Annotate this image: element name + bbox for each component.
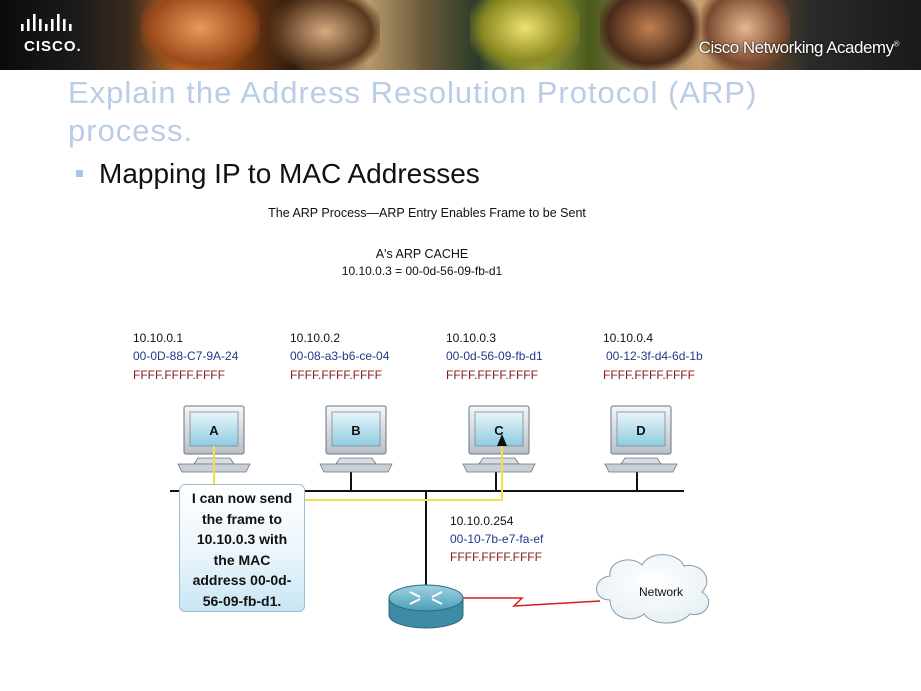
host-a-labels: 10.10.0.1 00-0D-88-C7-9A-24 FFFF.FFFF.FF… [133, 331, 239, 382]
arrow-head-icon [497, 434, 507, 446]
host-b-ip: 10.10.0.2 [290, 331, 340, 345]
banner-photo-2 [270, 0, 380, 70]
host-a-ip: 10.10.0.1 [133, 331, 183, 345]
slide-title: Explain the Address Resolution Protocol … [68, 75, 758, 148]
academy-title: Cisco Networking Academy® [698, 38, 900, 58]
header-banner: CISCO. Cisco Networking Academy® [0, 0, 921, 70]
host-b-mac: 00-08-a3-b6-ce-04 [290, 349, 390, 363]
router-icon [388, 584, 464, 629]
registered-mark: ® [893, 39, 900, 49]
host-c-mac: 00-0d-56-09-fb-d1 [446, 349, 543, 363]
cisco-bars-icon [21, 14, 72, 31]
wan-link [463, 597, 601, 607]
banner-photo-3 [470, 0, 580, 70]
banner-photo-4 [600, 0, 700, 70]
host-a-broadcast: FFFF.FFFF.FFFF [133, 368, 225, 382]
computer-d-icon: D [604, 405, 678, 473]
banner-photo-5 [700, 0, 790, 70]
router-mac: 00-10-7b-e7-fa-ef [450, 532, 544, 546]
host-c-broadcast: FFFF.FFFF.FFFF [446, 368, 538, 382]
host-d-mac: 00-12-3f-d4-6d-1b [606, 349, 703, 363]
callout-box: I can now send the frame to 10.10.0.3 wi… [179, 484, 305, 612]
host-b-broadcast: FFFF.FFFF.FFFF [290, 368, 382, 382]
computer-a-icon: A [177, 405, 251, 473]
host-c-ip: 10.10.0.3 [446, 331, 496, 345]
computer-b-icon: B [319, 405, 393, 473]
host-d-labels: 10.10.0.4 00-12-3f-d4-6d-1b FFFF.FFFF.FF… [603, 331, 703, 382]
cisco-logo: CISCO. [20, 14, 90, 56]
arp-cache-title: A's ARP CACHE [376, 247, 468, 261]
academy-title-text: Cisco Networking Academy [698, 38, 894, 57]
host-d-ip: 10.10.0.4 [603, 331, 653, 345]
bullet-text: Mapping IP to MAC Addresses [99, 158, 480, 189]
computer-c-icon: C [462, 405, 536, 473]
computer-c-letter: C [494, 423, 504, 438]
bullet-marker [76, 170, 83, 177]
frame-path [213, 440, 503, 501]
cloud-icon [596, 554, 710, 624]
banner-photo-1 [140, 0, 260, 70]
host-a-mac: 00-0D-88-C7-9A-24 [133, 349, 239, 363]
diagram-caption: The ARP Process—ARP Entry Enables Frame … [268, 206, 586, 220]
host-c-labels: 10.10.0.3 00-0d-56-09-fb-d1 FFFF.FFFF.FF… [446, 331, 543, 382]
computer-a-letter: A [209, 423, 219, 438]
computer-b-letter: B [351, 423, 360, 438]
cloud-label: Network [639, 585, 684, 599]
host-d-broadcast: FFFF.FFFF.FFFF [603, 368, 695, 382]
cisco-wordmark: CISCO. [24, 38, 82, 55]
router-ip: 10.10.0.254 [450, 514, 514, 528]
computer-d-letter: D [636, 423, 645, 438]
router-broadcast: FFFF.FFFF.FFFF [450, 550, 542, 564]
arp-cache-entry: 10.10.0.3 = 00-0d-56-09-fb-d1 [342, 264, 503, 278]
host-b-labels: 10.10.0.2 00-08-a3-b6-ce-04 FFFF.FFFF.FF… [290, 331, 390, 382]
